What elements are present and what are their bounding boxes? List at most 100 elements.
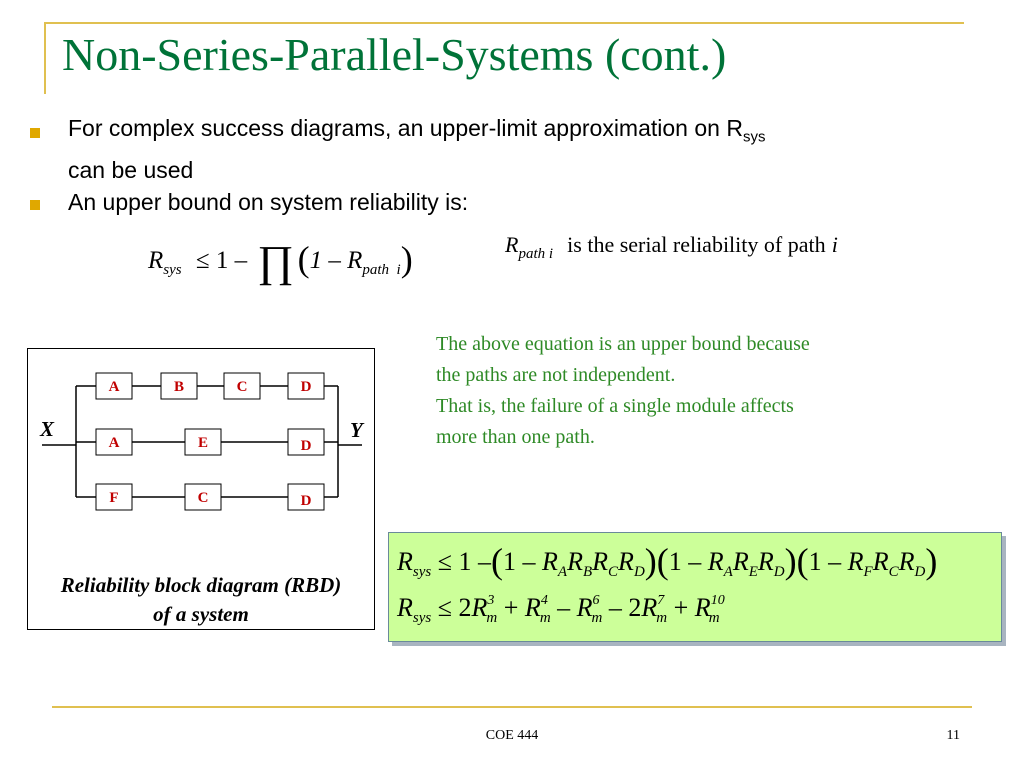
rbd-label-a-1: A [109,379,120,395]
rbd-label-b: B [174,379,184,395]
eq1-r: R [397,547,413,576]
bullet-1-cont: can be used [68,156,194,183]
eq1-f2-s3: D [773,564,785,580]
equation-1: Rsys ≤ 1 –(1 – RARBRCRD)(1 – RARERD)(1 –… [397,541,938,581]
eq1-f2-r3: R [757,547,774,576]
slide-title: Non-Series-Parallel-Systems (cont.) [62,29,727,80]
note-line-2: the paths are not independent. [436,364,676,386]
rbd-block-f [95,483,133,511]
eq1-f1-s2: B [582,564,593,580]
rbd-block-d-2 [287,428,325,456]
rbd-label-f: F [109,490,118,506]
rbd-input-x: X [39,417,55,441]
upper-bound-formula: Rsys ≤ 1 – ∏(1 – Rpath i) [148,228,413,286]
eq2-t3-r: R [576,593,593,622]
bullet-text-1: For complex success diagrams, an upper-l… [68,112,948,186]
bullet-1-text: For complex success diagrams, an upper-l… [68,115,743,141]
rbd-caption-line-2: of a system [153,602,249,626]
eq2-t3-sup: 6 [592,593,600,608]
eq1-f3-r1: R [847,547,864,576]
rbd-block-e [184,428,222,456]
formula-one-minus: 1 – R [309,247,363,274]
eq2-t1-sup: 3 [487,593,495,608]
eq2-t5-r: R [694,593,711,622]
eq1-f3-r2: R [872,547,889,576]
rbd-block-d-3 [287,483,325,511]
eq1-f3-s1: F [863,564,873,580]
bullet-marker-2 [30,200,40,210]
eq1-f1-lead: 1 – [503,547,536,576]
eq1-op: ≤ 1 – [437,547,492,576]
equation-box: Rsys ≤ 1 –(1 – RARBRCRD)(1 – RARERD)(1 –… [388,532,1002,642]
eq2-op3: – [557,593,571,622]
rbd-block-b [160,372,198,400]
rbd-block-c-2 [184,483,222,511]
rbd-block-d-1 [287,372,325,400]
footer-page-number: 11 [946,728,960,743]
def-i: i [831,232,838,257]
eq1-f1-r4: R [618,547,634,576]
paren-open: ( [297,239,310,279]
eq2-t2-r: R [524,593,541,622]
rbd-label-c-1: C [237,379,248,395]
bullet-1-sub: sys [742,128,766,146]
green-note: The above equation is an upper bound bec… [436,329,936,453]
formula-leq: ≤ 1 – [195,247,248,274]
eq2-sys: sys [412,610,432,626]
rbd-block-a-1 [95,372,133,400]
eq2-t1-sub: m [486,610,498,626]
formula-path-i: path i [362,262,401,278]
eq1-f3-r3: R [898,547,915,576]
product-symbol: ∏ [257,237,294,286]
rbd-label-a-2: A [109,435,120,451]
eq1-f3-s3: D [914,564,926,580]
eq2-t2-sup: 4 [540,593,548,608]
rbd-caption: Reliability block diagram (RBD) of a sys… [28,571,374,629]
bullet-marker-1 [30,128,40,138]
footer-line [52,706,972,708]
eq2-t4-r: R [641,593,658,622]
rbd-block-c-1 [223,372,261,400]
eq2-t3-sub: m [591,610,603,626]
eq2-op: ≤ 2 [437,593,472,622]
eq1-f1-r1: R [542,547,558,576]
paren-close: ) [400,239,413,279]
def-r: R [505,232,519,257]
eq1-f1-r2: R [567,547,583,576]
eq1-sys: sys [412,564,432,580]
note-line-1: The above equation is an upper bound bec… [436,333,810,355]
eq2-op5: + [673,593,689,622]
note-line-4: more than one path. [436,426,595,448]
eq1-f1-s1: A [557,564,568,580]
eq2-op4: – 2 [608,593,642,622]
title-frame-top [44,22,964,24]
eq2-t4-sup: 7 [657,593,665,608]
formula-r: R [148,247,164,274]
eq2-t4-sub: m [656,610,668,626]
equation-2: Rsys ≤ 2R3m + R4m – R6m – 2R7m + R10m [397,593,725,627]
note-line-3: That is, the failure of a single module … [436,395,794,417]
rbd-caption-line-1: Reliability block diagram (RBD) [60,573,342,597]
rbd-label-d-3: D [301,493,312,509]
rbd-block-a-2 [95,428,133,456]
def-sub: path i [518,246,554,262]
eq2-t2-sub: m [539,610,551,626]
rbd-label-c-2: C [198,490,209,506]
rbd-label-d-2: D [301,438,312,454]
rbd-panel: A B C D A E D F C D X Y Reliability bloc… [27,348,375,630]
formula-sys: sys [163,262,182,278]
bullet-text-2: An upper bound on system reliability is: [68,189,469,215]
eq1-f3-s2: C [888,564,899,580]
eq1-f2-s2: E [748,564,758,580]
eq1-f3-lead: 1 – [808,547,842,576]
rpath-definition: Rpath i is the serial reliability of pat… [505,232,838,263]
rbd-label-e: E [198,435,208,451]
eq1-f2-r2: R [732,547,749,576]
eq1-f1-s3: C [608,564,619,580]
footer-course: COE 444 [485,728,539,743]
eq2-t5-sub: m [708,610,720,626]
rbd-diagram: A B C D A E D F C D X Y [39,372,365,511]
eq2-t1-r: R [471,593,488,622]
eq1-f1-r3: R [592,547,609,576]
eq1-f2-lead: 1 – [668,547,702,576]
